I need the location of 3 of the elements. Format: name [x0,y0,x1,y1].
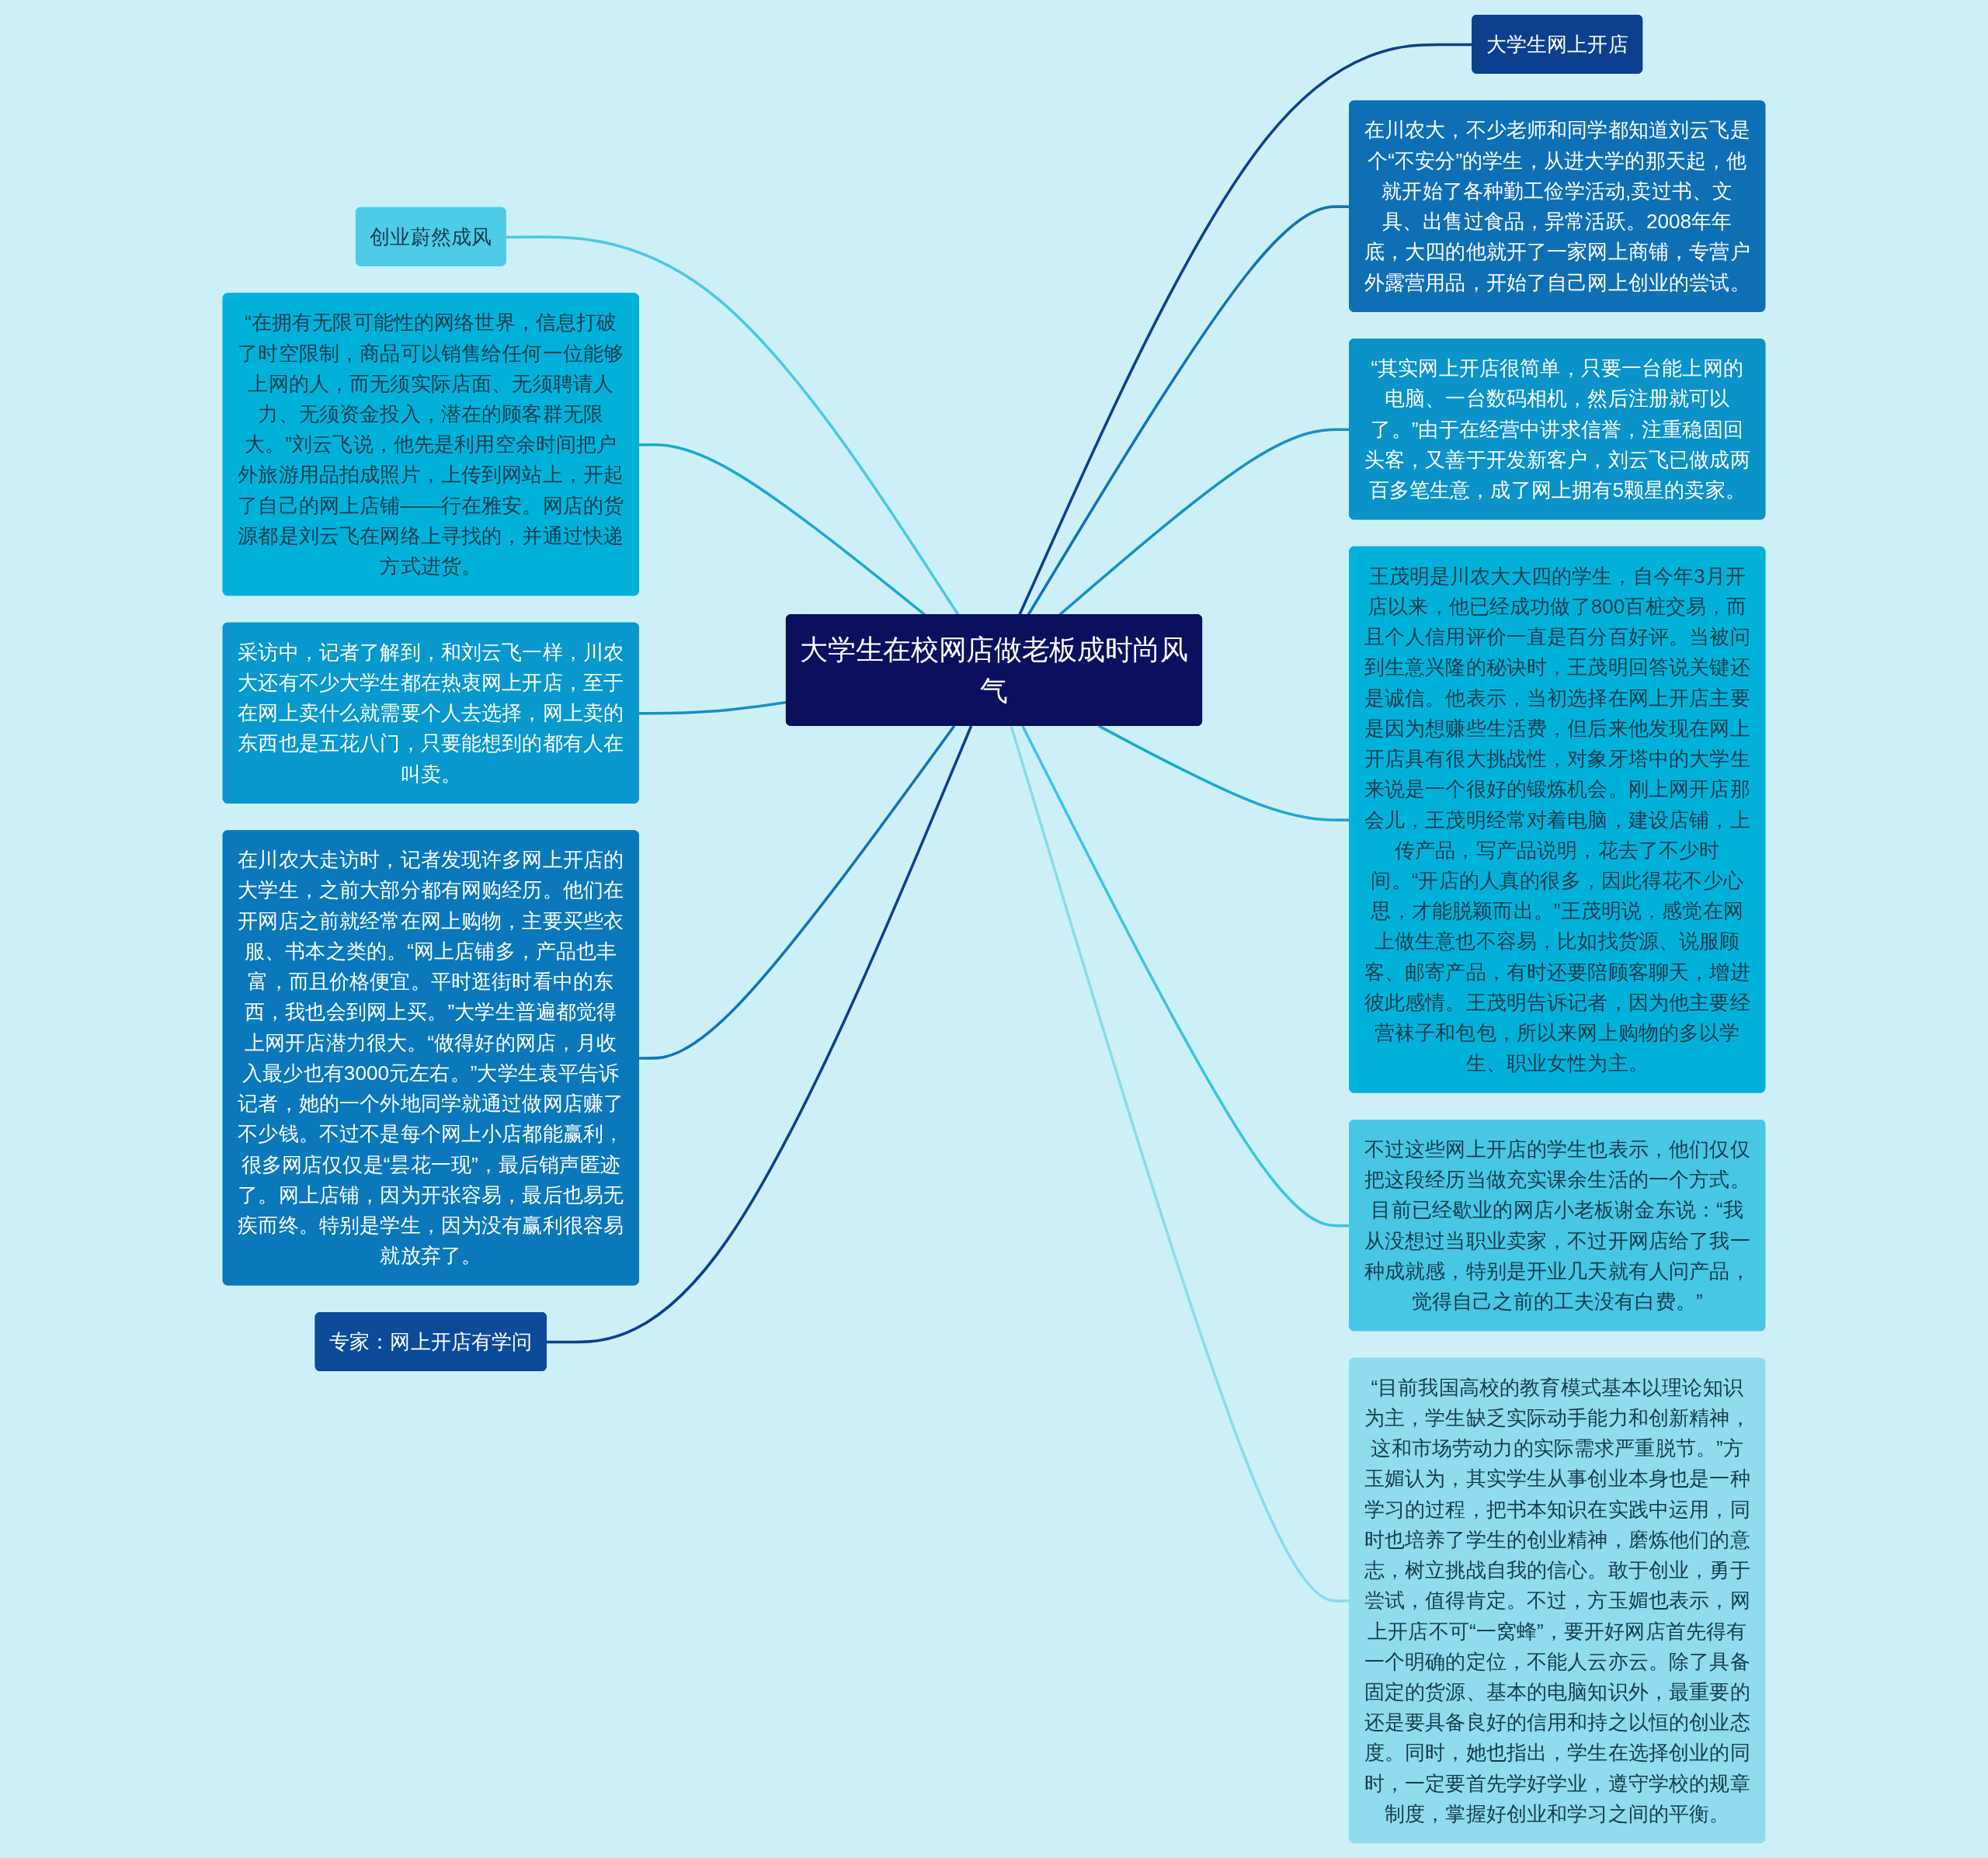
connector [547,725,973,1344]
mind-map-drawing: 大学生在校网店做老板成时尚风气 大学生网上开店 在川农大，不少老师和同学都知道刘云飞是个“不安分”的学生，从进大学的那天起，他就开始了各种勤工俭学活动,卖过书、文具、出售过食品，异常活跃。2008年年底，大四的他就开了一家网上商铺，专营户外露营用品，开始了自己网上创业的尝试。 “其实网上开店很简单，只要一台能上网的电脑、一台数码相机，然后注册就可以了。”由于在经营中讲求信誉，注重稳固回头客，又善于开发新客户，刘云飞已做成两百多笔生意，成了网上拥有5颗星的卖家。 王茂明是川农大大四的学生，自今年3月开店以来，他已经成功做了800百桩交易，而且个人信用评价一直是百分百好评。当被问到生意兴隆的秘诀时，王茂明回答说关键还是诚信。他表示，当初选择在网上开店主要是因为想赚些生活费，但后来他发现在网上开店具有很大挑战性，对象牙塔中的大学生来说是一个很好的锻炼机会。刚上网开店那会儿，王茂明经常对着电脑，建设店铺，上传产品，写产品说明，花去了不少时间。“开店的人真的很多，因此得花不少心思，才能脱颖而出。”王茂明说，感觉在网上做生意也不容易，比如找货源、说服顾客、邮寄产品，有时还要陪顾客聊天，增进彼此感情。王茂明告诉记者，因为他主要经营袜子和包包，所以来网上购物的多以学生、职业女性为主。 不过这些网上开店的学生也表示，他们仅仅把这段经历当做充实课余生活的一个方式。目前已经歇业的网店小老板谢金东说：“我从没想过当职业卖家，不过开网店给了我一种成就感，特别是开业几天就有人问产品，觉得自己之前的工夫没有白费。” “目前我国高校的教育模式基本以理论知识为主，学生缺乏实际动手能力和创新精神，这和市场劳动力的实际需求严重脱节。”方玉媚认为，其实学生从事创业本身也是一种学习的过程，把书本知识在实践中运用，同时也培养了学生的创业精神，磨炼他们的意志，树立挑战自我的信心。敢于创业，勇于尝试，值得肯定。不过，方玉媚也表示，网上开店不可“一窝蜂”，要开好网店首先得有一个明确的定位，不能人云亦云。除了具备固定的货源、基本的电脑知识外，最重要的还是要具备良好的信用和持之以恒的创业态度。同时，她也指出，学生在选择创业的同时，一定要首先学好学业，遵守学校的规章制度，掌握好创业和学习之间的平衡。 创业蔚然成风 “在拥有无限可能性的网络世界，信息打破了时空限制，商品可以销售给任何一位能够上网的人，而无须实际店面、无须聘请人力、无须资金投入，潜在的顾客群无限大。”刘云飞说，他先是利用空余时间把户外旅游用品拍成照片，上传到网站上，开起了自己的网上店铺——行在雅安。网店的货源都是刘云飞在网络上寻找的，并通过快递方式进货。 采访中，记者了解到，和刘云飞一样，川农大还有不少大学生都在热衷网上开店，至于在网上卖什么就需要个人去选择，网上卖的东西也是五花八门，只要能想到的都有人在叫卖。 在川农大走访时，记者发现许多网上开店的大学生，之前大部分都有网购经历。他们在开网店之前就经常在网上购物，主要买些衣服、书本之类的。“网上店铺多，产品也丰富，而且价格便宜。平时逛街时看中的东西，我也会到网上买。”大学生普遍都觉得上网开店潜力很大。“做得好的网店，月收入最少也有3000元左右。”大学生袁平告诉记者，她的一个外地同学就通过做网店赚了不少钱。不过不是每个网上小店都能赢利，很多网店仅仅是“昙花一现”，最后销声匿迹了。网上店铺，因为开张容易，最后也易无疾而终。特别是学生，因为没有赢利很容易就放弃了。 专家：网上开店有学问 [8,8,1980,1850]
connector [638,724,956,1060]
